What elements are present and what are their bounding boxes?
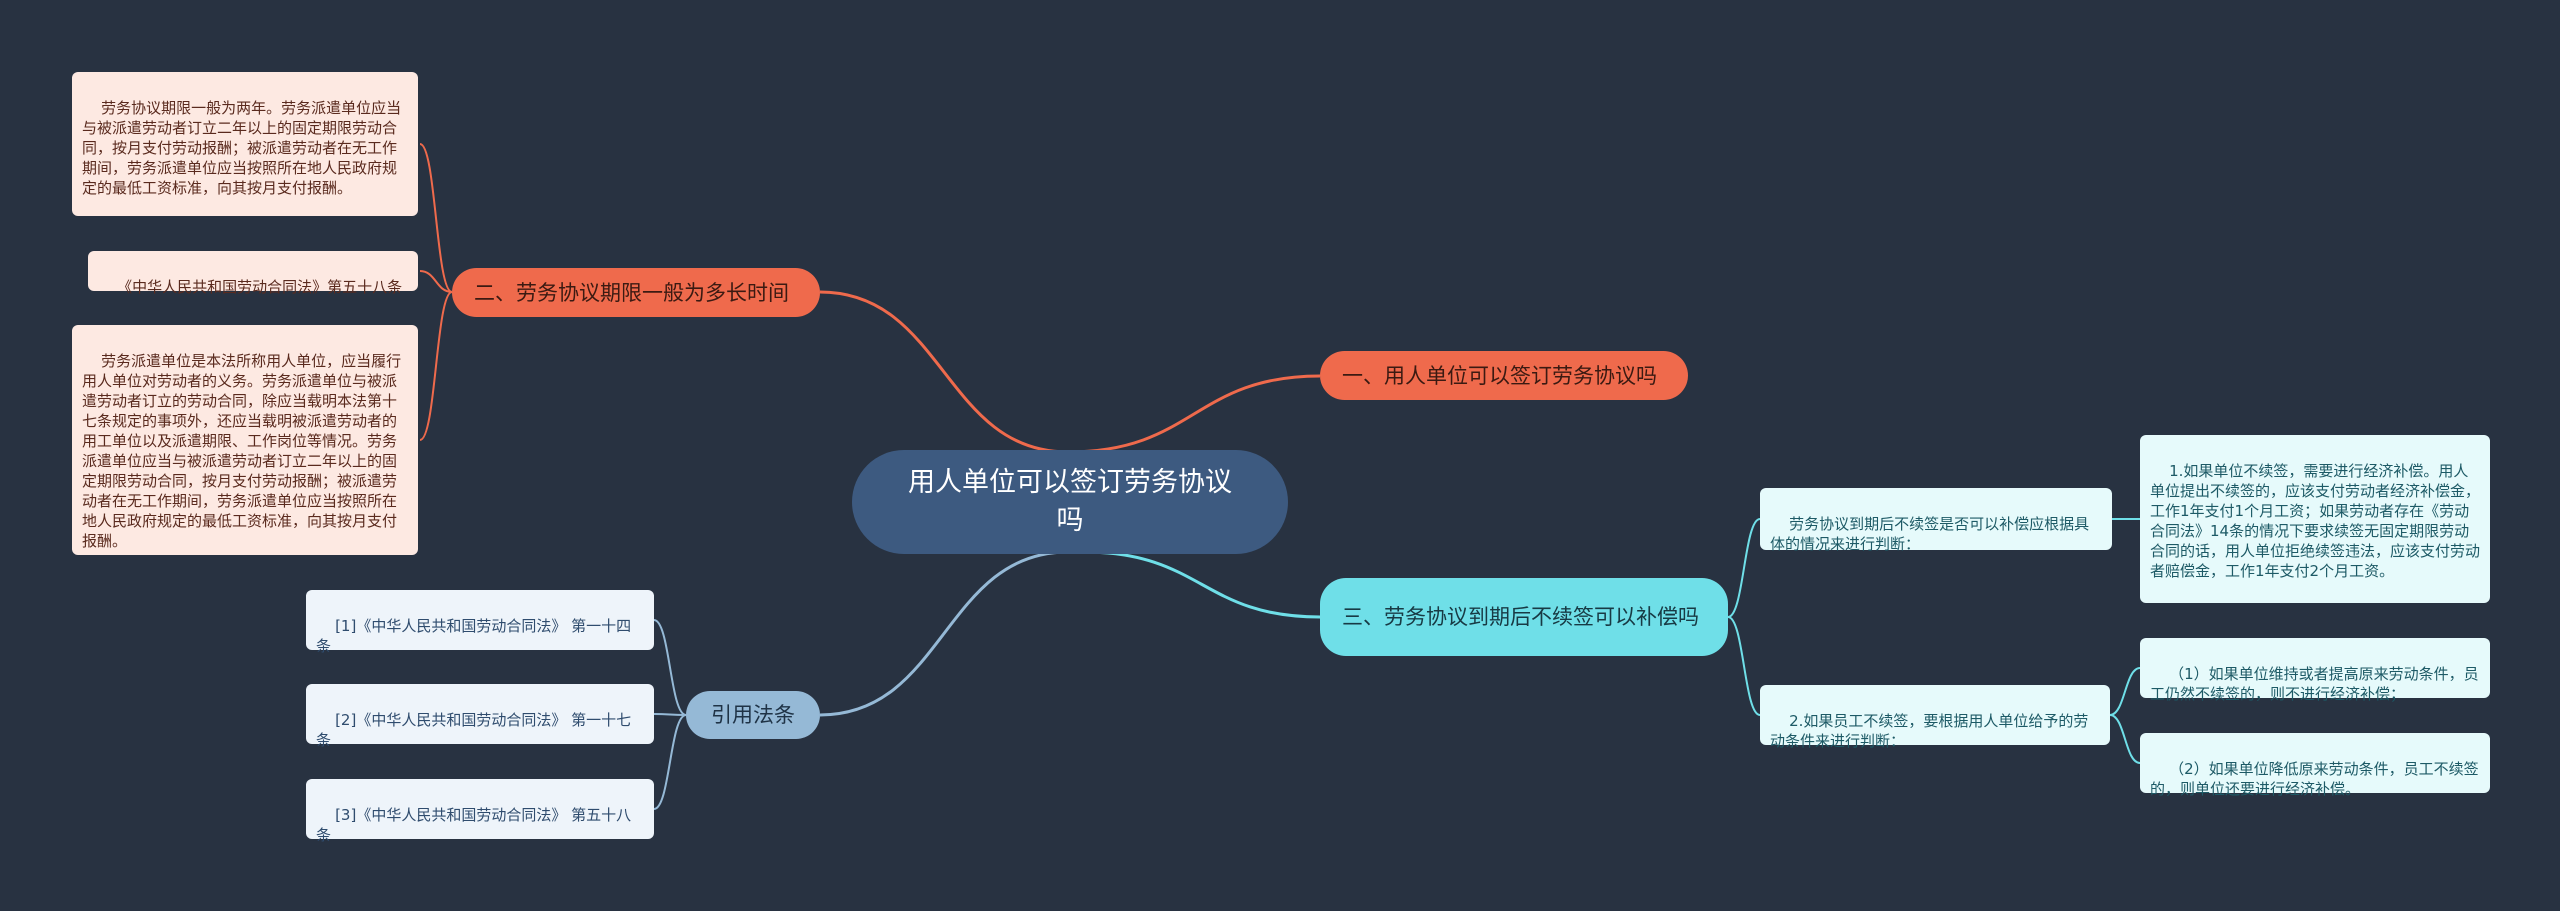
root-topic-label: 用人单位可以签订劳务协议吗 — [908, 467, 1232, 536]
branch-2-leaf-2-text: 《中华人民共和国劳动合同法》第五十八条 — [117, 278, 403, 296]
branch-4-leaf-3[interactable]: [3]《中华人民共和国劳动合同法》 第五十八条 — [306, 779, 654, 844]
branch-4-leaf-1[interactable]: [1]《中华人民共和国劳动合同法》 第一十四条 — [306, 590, 654, 655]
branch-2-leaf-2[interactable]: 《中华人民共和国劳动合同法》第五十八条 — [88, 251, 418, 296]
connector-root-branch-4 — [819, 550, 1069, 717]
branch-topic-1[interactable]: 一、用人单位可以签订劳务协议吗 — [1320, 351, 1688, 400]
connector-branch-3-subtopic-2 — [1727, 616, 1761, 716]
branch-3-subtopic-2-leaf-2-text: （2）如果单位降低原来劳动条件，员工不续签的，则单位还要进行经济补偿。 — [2150, 760, 2479, 798]
branch-4-leaf-2[interactable]: [2]《中华人民共和国劳动合同法》 第一十七条 — [306, 684, 654, 749]
connector-branch-4-leaf-2 — [653, 713, 687, 716]
branch-topic-2[interactable]: 二、劳务协议期限一般为多长时间 — [452, 268, 820, 317]
branch-4-leaf-1-text: [1]《中华人民共和国劳动合同法》 第一十四条 — [316, 617, 632, 655]
branch-3-subtopic-1-text: 劳务协议到期后不续签是否可以补偿应根据具体的情况来进行判断： — [1770, 515, 2090, 553]
branch-4-leaf-3-text: [3]《中华人民共和国劳动合同法》 第五十八条 — [316, 806, 632, 844]
branch-3-subtopic-2[interactable]: 2.如果员工不续签，要根据用人单位给予的劳动条件来进行判断： — [1760, 685, 2110, 750]
branch-3-subtopic-2-leaf-1-text: （1）如果单位维持或者提高原来劳动条件，员工仍然不续签的，则不进行经济补偿； — [2150, 665, 2479, 703]
branch-2-leaf-1-text: 劳务协议期限一般为两年。劳务派遣单位应当与被派遣劳动者订立二年以上的固定期限劳动… — [82, 99, 402, 197]
branch-topic-1-label: 一、用人单位可以签订劳务协议吗 — [1342, 363, 1657, 388]
branch-topic-4[interactable]: 引用法条 — [686, 691, 820, 739]
branch-topic-3-label: 三、劳务协议到期后不续签可以补偿吗 — [1342, 605, 1699, 629]
connector-root-branch-1 — [1067, 374, 1321, 454]
branch-3-subtopic-1-leaf[interactable]: 1.如果单位不续签，需要进行经济补偿。用人单位提出不续签的，应该支付劳动者经济补… — [2140, 435, 2490, 603]
branch-3-subtopic-2-text: 2.如果员工不续签，要根据用人单位给予的劳动条件来进行判断： — [1770, 712, 2089, 750]
branch-2-leaf-3[interactable]: 劳务派遣单位是本法所称用人单位，应当履行用人单位对劳动者的义务。劳务派遣单位与被… — [72, 325, 418, 555]
branch-topic-2-label: 二、劳务协议期限一般为多长时间 — [474, 280, 789, 305]
branch-2-leaf-1[interactable]: 劳务协议期限一般为两年。劳务派遣单位应当与被派遣劳动者订立二年以上的固定期限劳动… — [72, 72, 418, 216]
branch-3-subtopic-1[interactable]: 劳务协议到期后不续签是否可以补偿应根据具体的情况来进行判断： — [1760, 488, 2112, 553]
connector-subtopic-2-leaf-1 — [2109, 667, 2141, 716]
branch-3-subtopic-2-leaf-1[interactable]: （1）如果单位维持或者提高原来劳动条件，员工仍然不续签的，则不进行经济补偿； — [2140, 638, 2490, 703]
connector-branch-4-leaf-1 — [653, 619, 687, 716]
connector-branch-2-leaf-2 — [419, 270, 453, 293]
root-topic[interactable]: 用人单位可以签订劳务协议吗 — [852, 450, 1288, 554]
connector-branch-2-leaf-3 — [419, 291, 453, 441]
branch-3-subtopic-2-leaf-2[interactable]: （2）如果单位降低原来劳动条件，员工不续签的，则单位还要进行经济补偿。 — [2140, 733, 2490, 798]
branch-topic-4-label: 引用法条 — [711, 703, 795, 727]
connector-branch-4-leaf-3 — [653, 714, 687, 810]
connector-subtopic-2-leaf-2 — [2109, 714, 2141, 764]
connector-branch-2-leaf-1 — [419, 143, 453, 293]
branch-3-subtopic-1-leaf-text: 1.如果单位不续签，需要进行经济补偿。用人单位提出不续签的，应该支付劳动者经济补… — [2150, 462, 2481, 580]
connector-branch-3-subtopic-1 — [1727, 518, 1761, 618]
connector-root-branch-3 — [1083, 550, 1321, 619]
connector-root-branch-2 — [819, 290, 1069, 454]
branch-4-leaf-2-text: [2]《中华人民共和国劳动合同法》 第一十七条 — [316, 711, 632, 749]
branch-topic-3[interactable]: 三、劳务协议到期后不续签可以补偿吗 — [1320, 578, 1728, 656]
branch-2-leaf-3-text: 劳务派遣单位是本法所称用人单位，应当履行用人单位对劳动者的义务。劳务派遣单位与被… — [82, 352, 402, 550]
